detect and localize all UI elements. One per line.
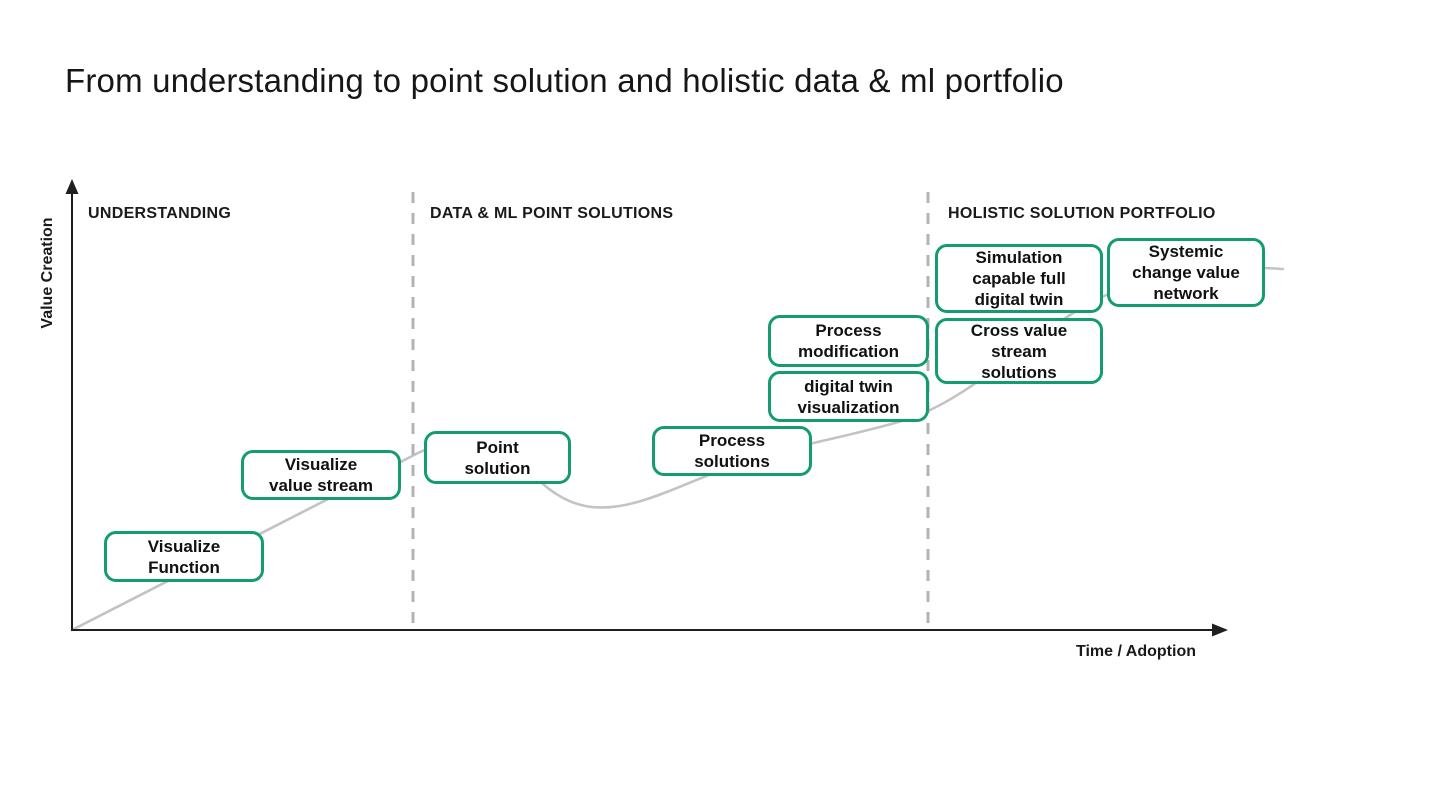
milestone-label: Process modification: [797, 321, 900, 361]
milestone-visualize-function: Visualize Function: [104, 531, 264, 582]
milestone-label: Simulation capable full digital twin: [972, 248, 1066, 309]
slide-title: From understanding to point solution and…: [65, 62, 1064, 99]
y-axis-arrowhead-icon: [65, 179, 79, 194]
milestone-label: Process solutions: [694, 431, 770, 471]
x-axis-label: Time / Adoption: [1076, 643, 1196, 660]
milestone-simulation-capable-digital-twin: Simulation capable full digital twin: [935, 244, 1103, 313]
milestone-label: digital twin visualization: [797, 376, 900, 417]
milestone-label: Visualize Function: [147, 536, 221, 577]
milestone-label: Visualize value stream: [269, 455, 373, 495]
milestone-visualize-value-stream: Visualize value stream: [241, 450, 401, 500]
milestone-label: Point solution: [464, 437, 531, 478]
y-axis-label: Value Creation: [39, 217, 56, 329]
milestone-systemic-change-value-network: Systemic change value network: [1107, 238, 1265, 307]
milestone-process-modification: Process modification: [768, 315, 929, 367]
milestone-point-solution: Point solution: [424, 431, 571, 484]
phase-label-understanding: UNDERSTANDING: [88, 205, 232, 222]
milestone-process-solutions: Process solutions: [652, 426, 812, 476]
milestone-digital-twin-visualization: digital twin visualization: [768, 371, 929, 422]
milestone-label: Systemic change value network: [1132, 242, 1240, 303]
phase-label-holistic-portfolio: HOLISTIC SOLUTION PORTFOLIO: [948, 205, 1216, 222]
milestone-label: Cross value stream solutions: [970, 320, 1068, 382]
x-axis-arrowhead-icon: [1212, 623, 1228, 637]
phase-label-point-solutions: DATA & ML POINT SOLUTIONS: [430, 205, 674, 222]
milestone-cross-value-stream-solutions: Cross value stream solutions: [935, 318, 1103, 384]
